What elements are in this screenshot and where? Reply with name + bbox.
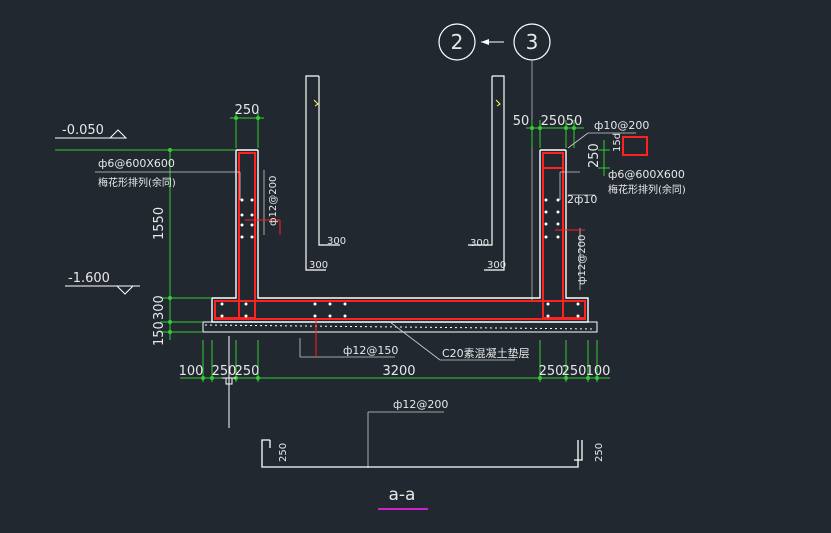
dim-slab-150: 150 — [152, 321, 167, 346]
tie-left-label: ф6@600X600 — [98, 157, 175, 170]
dim-bottom-3: 3200 — [382, 364, 415, 379]
dim-right-c: 50 — [566, 114, 583, 129]
hook-300-right-a: 300 — [470, 238, 489, 249]
callout-circle-2 — [438, 23, 476, 61]
tie-right-note: 梅花形排列(余同) — [608, 183, 686, 196]
callout-arrow-head — [481, 39, 489, 45]
plan-dim-left: 250 — [278, 443, 289, 462]
lap-label: 15d — [612, 133, 623, 152]
rebar-detail-box — [622, 136, 648, 156]
dim-bottom-2: 250 — [235, 364, 260, 379]
dim-right-a: 50 — [513, 114, 530, 129]
dimension-ticks — [168, 116, 599, 380]
outline-inner — [257, 150, 541, 299]
hook-mark-right — [495, 99, 501, 107]
elevation-bottom: -1.600 — [65, 271, 140, 295]
rebar-cage — [214, 152, 586, 320]
dim-wall-height: 1550 — [152, 207, 167, 240]
cushion-hatch — [204, 324, 596, 330]
dim-bottom-4: 250 — [539, 364, 564, 379]
section-title: a-a — [389, 485, 416, 505]
dimension-lines — [55, 112, 610, 382]
elevation-bottom-label: -1.600 — [68, 271, 110, 286]
hanger-right-inner — [468, 76, 493, 246]
dim-left-wall-width: 250 — [235, 103, 260, 118]
rebar-corner-left — [215, 300, 256, 319]
tie-left-note: 梅花形排列(余同) — [98, 176, 176, 189]
hanger-left-inner — [318, 76, 340, 246]
plan-bars-label: ф12@200 — [393, 398, 448, 411]
rebar-leaders — [245, 219, 585, 357]
dim-bottom-6: 100 — [586, 364, 611, 379]
horiz-top-right-label: ф10@200 — [594, 119, 649, 132]
callout-to: 3 — [526, 30, 539, 54]
hook-300-right-b: 300 — [487, 260, 506, 271]
dim-bottom-1: 250 — [212, 364, 237, 379]
origin-marker — [222, 336, 236, 428]
bars-right-label: 2ф10 — [567, 193, 597, 206]
hanger-right-outer — [484, 75, 505, 271]
tie-right-label: ф6@600X600 — [608, 168, 685, 181]
elevation-top: -0.050 — [55, 123, 128, 139]
hook-300-left-b: 300 — [309, 260, 328, 271]
hook-300-left-a: 300 — [327, 236, 346, 247]
cushion-note: C20素混凝土垫层 — [442, 346, 530, 360]
rebar-dots — [220, 198, 580, 318]
section-callout: 2 3 — [438, 23, 551, 300]
hanger-left-outer — [305, 75, 326, 271]
hook-mark-left — [313, 99, 319, 107]
elevation-top-label: -0.050 — [62, 123, 104, 138]
vert-right-label: ф12@200 — [577, 235, 588, 285]
rebar-slab — [214, 300, 586, 320]
plan-dim-right: 250 — [594, 443, 605, 462]
cushion-layer — [202, 321, 598, 333]
dim-right-250: 250 — [587, 143, 602, 168]
slab-bars-label: ф12@150 — [343, 344, 398, 357]
hanger-bars — [305, 75, 505, 271]
callout-from: 2 — [451, 30, 464, 54]
plan-bar-detail — [261, 439, 583, 468]
dim-bottom-5: 250 — [562, 364, 587, 379]
dim-right-b: 250 — [541, 114, 566, 129]
dim-bottom-0: 100 — [179, 364, 204, 379]
rebar-corner-right — [542, 300, 585, 319]
vert-left-label: ф12@200 — [268, 176, 279, 226]
dim-slab-300: 300 — [152, 295, 167, 320]
leader-lines — [95, 132, 636, 468]
